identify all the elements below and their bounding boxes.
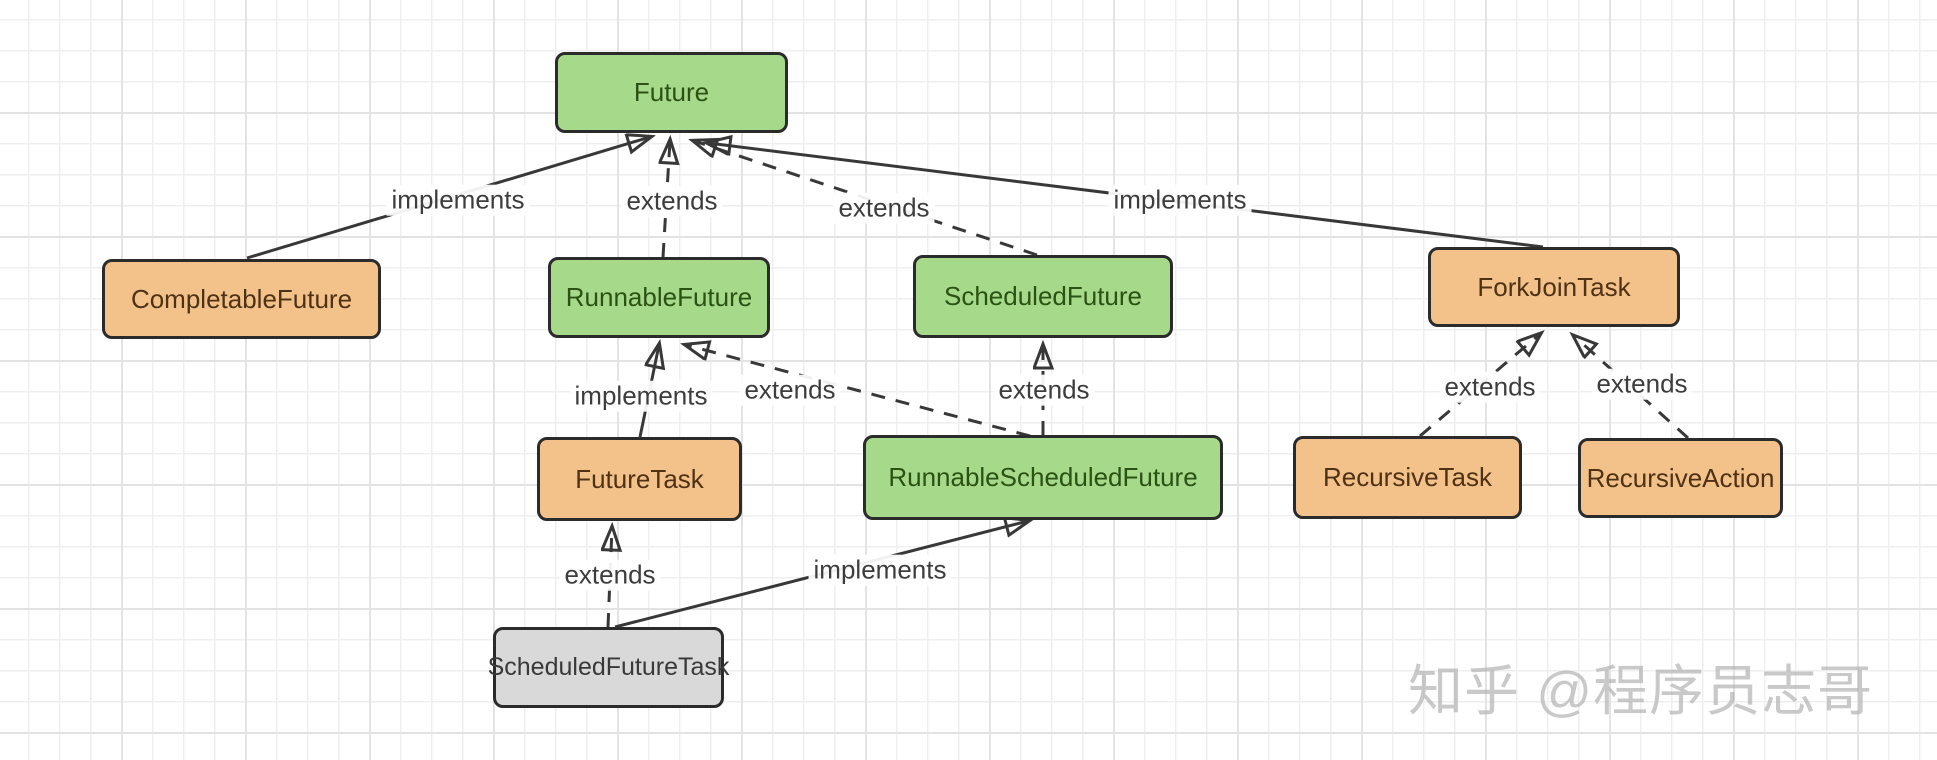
edge-label-extends-runnable-future: extends	[621, 185, 723, 217]
edge-label-extends-scheduled-future-task: extends	[559, 559, 661, 591]
edge-scheduled-future-task-extends-future-task	[608, 528, 612, 628]
node-fork-join-task: ForkJoinTask	[1428, 247, 1680, 327]
node-runnable-scheduled-future: RunnableScheduledFuture	[863, 435, 1223, 520]
edge-label-implements-scheduled-future-task: implements	[808, 554, 952, 586]
node-runnable-future: RunnableFuture	[548, 257, 770, 338]
edge-label-implements-fork-join-task: implements	[1108, 184, 1252, 216]
edge-label-extends-scheduled-future: extends	[833, 192, 935, 224]
zhihu-watermark: 知乎 @程序员志哥	[1408, 660, 1874, 722]
node-scheduled-future-task: ScheduledFutureTask	[488, 627, 729, 708]
node-recursive-action: RecursiveAction	[1578, 438, 1783, 518]
edge-label-implements-future-task: implements	[569, 380, 713, 412]
node-scheduled-future: ScheduledFuture	[913, 255, 1173, 338]
node-recursive-task: RecursiveTask	[1293, 436, 1522, 519]
node-future: Future	[555, 52, 788, 133]
edge-runnable-scheduled-future-extends-runnable-future	[686, 345, 1031, 438]
edge-label-implements-completable-future: implements	[386, 184, 530, 216]
node-completable-future: CompletableFuture	[102, 259, 381, 339]
edge-label-extends-recursive-action: extends	[1591, 368, 1693, 400]
edge-label-extends-rsf-to-runnable-future: extends	[739, 374, 841, 406]
edge-label-extends-rsf-to-scheduled-future: extends	[993, 374, 1095, 406]
edge-label-extends-recursive-task: extends	[1439, 371, 1541, 403]
node-future-task: FutureTask	[537, 437, 742, 521]
